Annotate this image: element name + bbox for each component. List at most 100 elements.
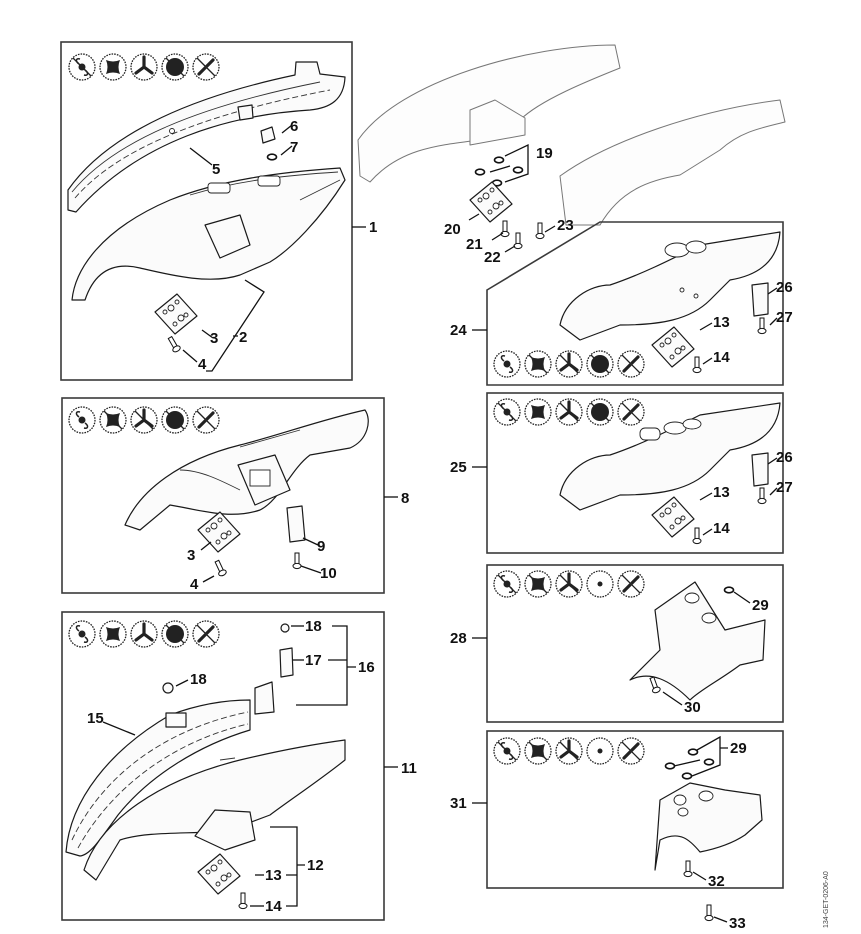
part-23-screw xyxy=(535,222,545,240)
callout-2: 2 xyxy=(239,329,247,346)
group-11-frame xyxy=(61,611,385,921)
group-11-assembly: 11 18 15 18 17 16 13 14 xyxy=(61,611,417,921)
square-blade-icon xyxy=(525,399,551,425)
callout-18a: 18 xyxy=(305,618,322,635)
part-5-guard-skirt xyxy=(67,61,346,213)
callout-27a: 27 xyxy=(776,309,793,326)
callout-8: 8 xyxy=(401,490,409,507)
tool-icons-row xyxy=(69,407,219,433)
mowing-head-icon xyxy=(494,399,520,425)
three-tooth-blade-icon xyxy=(131,54,157,80)
two-tooth-blade-icon xyxy=(618,738,644,764)
callout-11: 11 xyxy=(401,760,417,777)
three-tooth-blade-icon xyxy=(131,621,157,647)
callout-12: 12 xyxy=(307,857,324,874)
circular-saw-blade-icon xyxy=(586,737,614,765)
tool-icons-row xyxy=(69,54,219,80)
callout-16: 16 xyxy=(358,659,375,676)
three-tooth-blade-icon xyxy=(131,407,157,433)
callout-15: 15 xyxy=(87,710,104,727)
circular-saw-blade-icon xyxy=(162,621,188,647)
callout-9: 9 xyxy=(317,538,325,555)
group-1-frame xyxy=(60,41,353,381)
callout-26b: 26 xyxy=(776,449,793,466)
three-tooth-blade-icon xyxy=(556,738,582,764)
tool-icons-row xyxy=(494,738,644,764)
callout-24: 24 xyxy=(450,322,467,339)
callout-13b: 13 xyxy=(713,314,730,331)
circular-saw-blade-icon xyxy=(587,351,613,377)
group-1-mounting-parts: 3 4 2 xyxy=(154,279,265,373)
circular-saw-blade-icon xyxy=(162,54,188,80)
drawing-code: 134-GET-0206-A0 xyxy=(823,871,830,928)
circular-saw-blade-icon xyxy=(587,399,613,425)
part-3-plate xyxy=(154,293,198,335)
callout-3b: 3 xyxy=(187,547,195,564)
mowing-head-icon xyxy=(69,407,95,433)
callout-19: 19 xyxy=(536,145,553,162)
callout-31: 31 xyxy=(450,795,467,812)
two-tooth-blade-icon xyxy=(618,571,644,597)
callout-30: 30 xyxy=(684,699,701,716)
two-tooth-blade-icon xyxy=(618,399,644,425)
group-25-frame xyxy=(486,392,784,554)
callout-17: 17 xyxy=(305,652,322,669)
three-tooth-blade-icon xyxy=(556,571,582,597)
square-blade-icon xyxy=(100,407,126,433)
callout-18b: 18 xyxy=(190,671,207,688)
mowing-head-icon xyxy=(494,571,520,597)
callout-29b: 29 xyxy=(730,740,747,757)
group-31-frame xyxy=(486,730,784,889)
callout-27b: 27 xyxy=(776,479,793,496)
two-tooth-blade-icon xyxy=(193,407,219,433)
callout-14a: 14 xyxy=(265,898,282,915)
callout-6: 6 xyxy=(290,118,298,135)
part-22-screw xyxy=(513,232,523,250)
tool-icons-row xyxy=(494,399,644,425)
tool-icons-row xyxy=(69,621,219,647)
mowing-head-icon xyxy=(494,351,520,377)
callout-3: 3 xyxy=(210,330,218,347)
callout-13c: 13 xyxy=(713,484,730,501)
tool-icons-row xyxy=(494,351,644,377)
group-24-frame xyxy=(486,221,784,386)
group-1-assembly: 1 5 6 7 xyxy=(60,41,377,381)
callout-13a: 13 xyxy=(265,867,282,884)
callout-32: 32 xyxy=(708,873,725,890)
callout-4: 4 xyxy=(198,356,207,373)
mowing-head-icon xyxy=(69,621,95,647)
callout-14b: 14 xyxy=(713,349,730,366)
group-8-frame xyxy=(61,397,385,594)
tool-icons-row xyxy=(494,571,644,597)
square-blade-icon xyxy=(525,351,551,377)
square-blade-icon xyxy=(100,54,126,80)
callout-21: 21 xyxy=(466,236,483,253)
mowing-head-icon xyxy=(494,738,520,764)
square-blade-icon xyxy=(525,571,551,597)
three-tooth-blade-icon xyxy=(556,399,582,425)
group-28-frame xyxy=(486,564,784,723)
callout-26a: 26 xyxy=(776,279,793,296)
callout-25: 25 xyxy=(450,459,467,476)
callout-5: 5 xyxy=(212,161,220,178)
group-28-assembly: 28 29 30 xyxy=(450,564,784,723)
callout-33: 33 xyxy=(729,915,746,932)
circular-saw-blade-icon xyxy=(162,407,188,433)
square-blade-icon xyxy=(100,621,126,647)
two-tooth-blade-icon xyxy=(618,351,644,377)
callout-7: 7 xyxy=(290,139,298,156)
group-24-assembly: 24 26 27 13 14 xyxy=(450,221,793,386)
callout-22: 22 xyxy=(484,249,501,266)
three-tooth-blade-icon xyxy=(556,351,582,377)
callout-23: 23 xyxy=(557,217,574,234)
mowing-head-icon xyxy=(69,54,95,80)
callout-10: 10 xyxy=(320,565,337,582)
part-19-washers xyxy=(474,156,524,187)
callout-4b: 4 xyxy=(190,576,199,593)
group-25-assembly: 25 26 27 13 14 xyxy=(450,392,793,554)
callout-20: 20 xyxy=(444,221,461,238)
group-8-assembly: 8 3 4 9 10 xyxy=(61,397,409,594)
callout-29a: 29 xyxy=(752,597,769,614)
two-tooth-blade-icon xyxy=(193,621,219,647)
